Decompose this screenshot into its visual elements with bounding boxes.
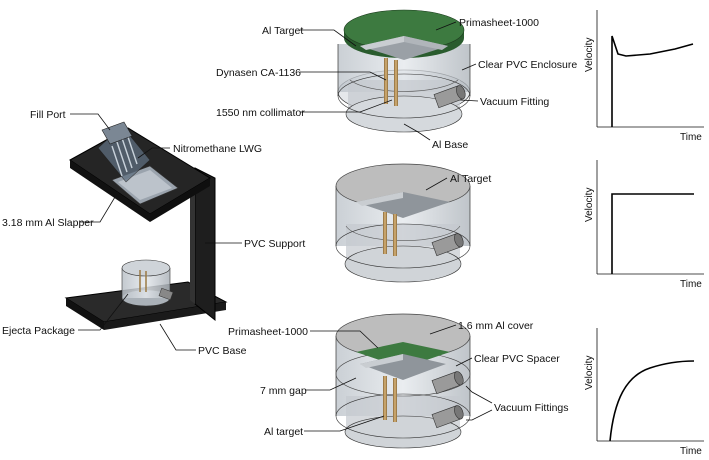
label-bot-primasheet: Primasheet-1000 xyxy=(228,326,308,338)
labels: Fill Port Nitromethane LWG 3.18 mm Al Sl… xyxy=(2,17,577,438)
label-top-dynasen: Dynasen CA-1136 xyxy=(216,67,301,79)
velocity-plot-1: Velocity Time xyxy=(584,10,704,143)
plot3-xlabel: Time xyxy=(680,446,702,457)
plot2-curve xyxy=(611,193,694,274)
label-pvc-support: PVC Support xyxy=(244,238,305,250)
label-nitromethane: Nitromethane LWG xyxy=(173,143,262,155)
package-bottom xyxy=(335,313,471,449)
label-bot-spacer: Clear PVC Spacer xyxy=(474,353,560,365)
label-bot-gap: 7 mm gap xyxy=(260,385,307,397)
package-top xyxy=(337,9,471,133)
plot3-ylabel: Velocity xyxy=(584,356,595,390)
label-slapper: 3.18 mm Al Slapper xyxy=(2,217,94,229)
leader-lines xyxy=(70,21,493,432)
label-top-al-target: Al Target xyxy=(262,25,303,37)
vacuum-fitting-bottom-lower xyxy=(431,405,464,429)
vacuum-fitting-top xyxy=(433,85,466,109)
vacuum-fitting-middle xyxy=(431,233,464,257)
label-top-clear-pvc: Clear PVC Enclosure xyxy=(478,59,577,71)
label-bot-cover: 1.6 mm Al cover xyxy=(458,320,534,332)
label-bot-al-target: Al target xyxy=(264,426,303,438)
label-top-primasheet: Primasheet-1000 xyxy=(459,17,539,29)
label-fill-port: Fill Port xyxy=(30,109,66,121)
package-middle xyxy=(335,163,471,283)
label-top-al-base: Al Base xyxy=(432,139,468,151)
velocity-plot-3: Velocity Time xyxy=(584,328,704,457)
label-bot-vacuum: Vacuum Fittings xyxy=(494,402,569,414)
plot2-xlabel: Time xyxy=(680,279,702,290)
fill-port-shape xyxy=(101,121,133,145)
plot1-ylabel: Velocity xyxy=(584,38,595,72)
label-mid-al-target: Al Target xyxy=(450,173,491,185)
plot1-xlabel: Time xyxy=(680,132,702,143)
plot1-curve xyxy=(611,35,694,127)
plot3-curve xyxy=(609,360,695,442)
ejecta-package-shape xyxy=(121,259,174,307)
label-top-collimator: 1550 nm collimator xyxy=(216,107,305,119)
label-ejecta-package: Ejecta Package xyxy=(2,325,75,337)
velocity-plot-2: Velocity Time xyxy=(584,160,704,290)
plot2-ylabel: Velocity xyxy=(584,188,595,222)
label-pvc-base: PVC Base xyxy=(198,345,247,357)
vacuum-fitting-bottom-upper xyxy=(431,371,464,395)
label-top-vacuum: Vacuum Fitting xyxy=(480,96,549,108)
experiment-assembly xyxy=(64,121,228,330)
